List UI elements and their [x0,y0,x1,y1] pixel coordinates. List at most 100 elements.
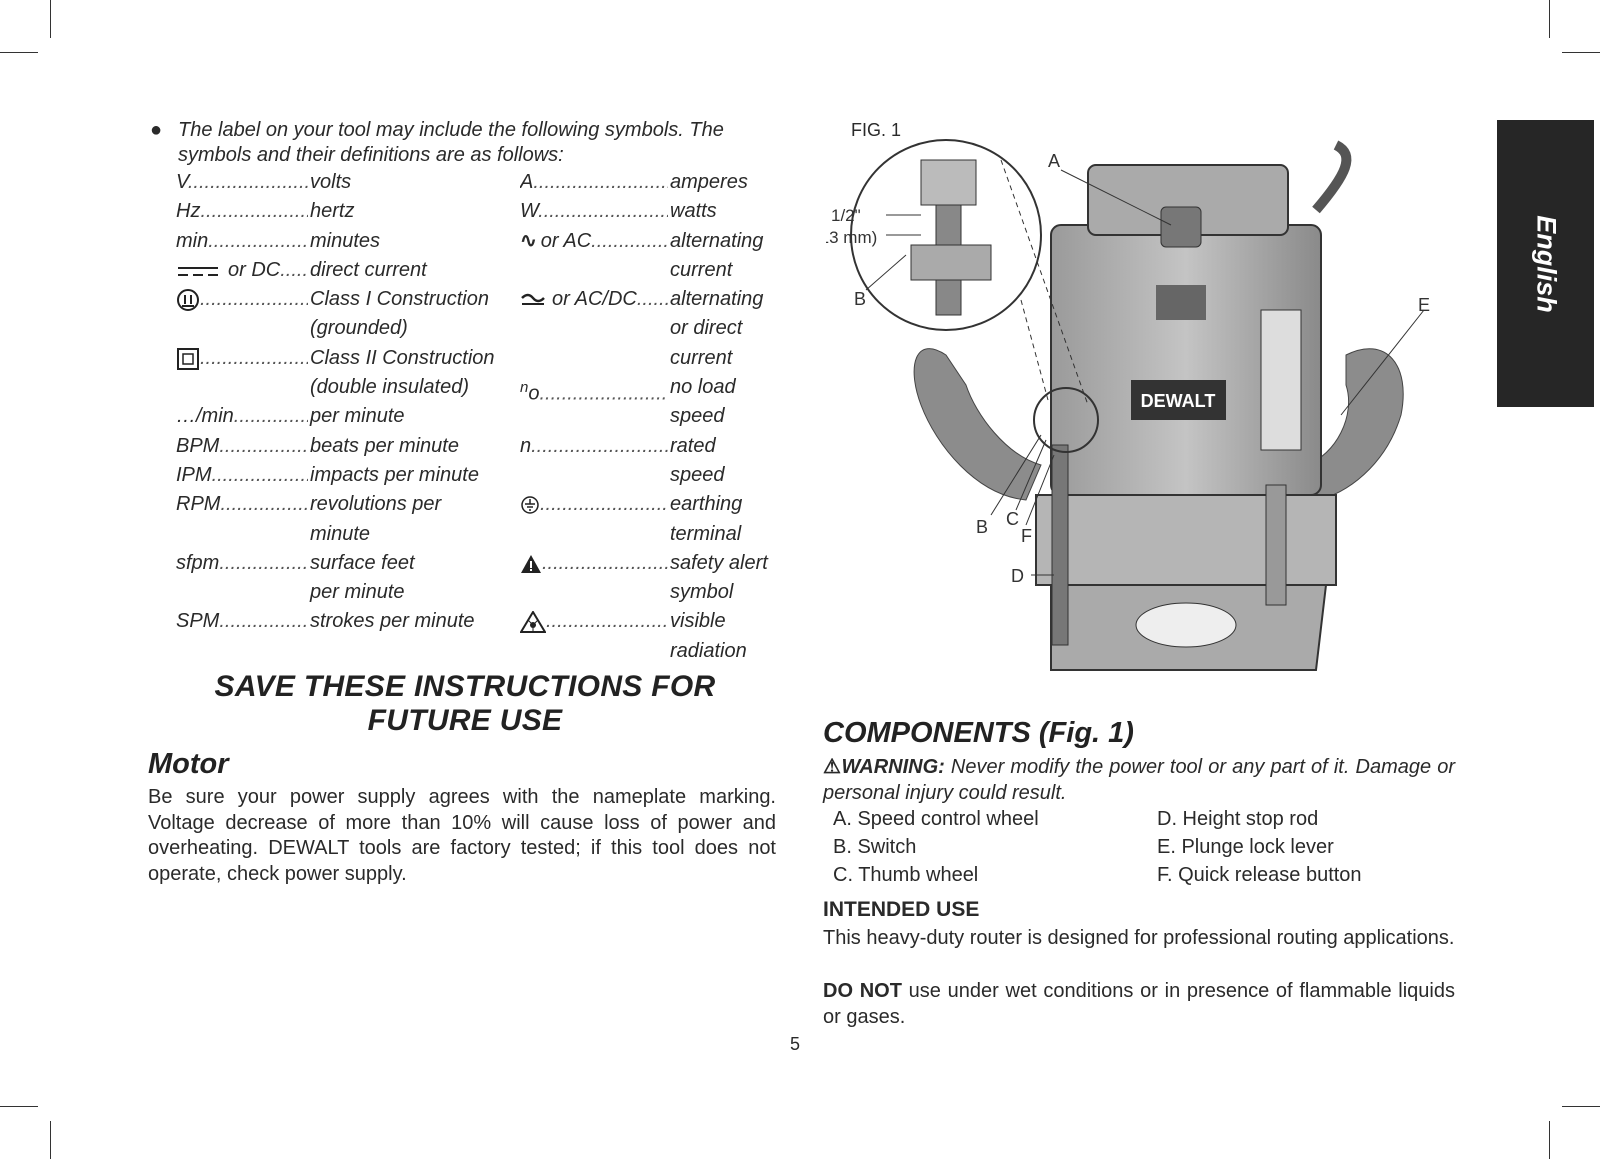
symbol-definition: no load [670,373,736,403]
save-instructions-heading: SAVE THESE INSTRUCTIONS FOR FUTURE USE [145,670,785,738]
symbol-definition: or direct [670,314,743,344]
warning-text: Never modify the power tool or any part … [823,756,1455,804]
motor-heading: Motor [148,748,229,780]
leader-dots: ........................................… [540,493,668,516]
language-tab-label: English [1531,214,1561,313]
callout-f: F [1021,526,1032,546]
crop-mark [50,1121,51,1159]
symbol-definition: rated [670,431,716,461]
fig-label: FIG. 1 [851,120,902,140]
vent-grille [1156,285,1206,320]
symbol-key: ........................................… [176,285,308,314]
component-f: F. Quick release button [1157,864,1362,886]
inset-nut [920,159,977,206]
warning-label: WARNING: [841,756,945,778]
callout-e: E [1418,295,1430,315]
symbol-row: terminal [520,519,782,549]
earth-icon [520,493,540,515]
symbol-row: BPM.....................................… [176,431,506,461]
symbol-key: A.......................................… [520,168,668,197]
symbol-row: symbol [520,578,782,608]
symbol-definition: minutes [310,226,381,256]
symbol-definition: strokes per minute [310,607,475,637]
symbol-row: RPM.....................................… [176,490,506,520]
safety-alert-icon [520,552,542,574]
leader-dots: ........................................… [200,288,308,311]
leader-dots: ........................................… [538,200,668,223]
symbol-definition: per minute [310,402,405,432]
language-tab: English [1497,120,1594,407]
size-label-mm: (13 mm) [826,228,877,247]
symbol-key: min.....................................… [176,227,308,256]
symbol-key: ........................................… [176,344,308,373]
symbol-key-prefix: n [520,379,529,397]
component-b: B. Switch [833,836,917,858]
symbol-definition: Class II Construction [310,343,495,374]
symbol-key: ........................................… [520,549,668,578]
symbol-key: ........................................… [520,607,668,636]
crop-mark [1549,0,1550,38]
symbol-key: RPM.....................................… [176,490,308,519]
symbol-key: sfpm....................................… [176,549,308,578]
symbol-definition: radiation [670,636,747,667]
do-not-block: DO NOT use under wet conditions or in pr… [823,979,1455,1030]
inset-wheel [910,244,992,281]
symbol-definition: earthing [670,490,743,520]
symbol-definition: (double insulated) [310,373,469,403]
components-list-left: A. Speed control wheel B. Switch C. Thum… [833,805,1039,889]
symbol-row: radiation [520,636,782,667]
symbol-row: ∿or AC..................................… [520,226,782,256]
warning-icon: ⚠ [823,756,842,778]
leader-dots: ........................................… [187,171,308,193]
symbol-key-text: V [176,171,188,193]
radiation-icon [520,610,547,634]
symbol-key: …/min...................................… [176,402,308,431]
ac-symbol-icon: ∿ [520,229,537,252]
depth-scale [1260,309,1302,451]
symbol-key-text: IPM [176,463,212,486]
leader-dots: ........................................… [280,258,308,281]
symbol-key: V.......................................… [176,168,308,197]
symbol-definition: symbol [670,578,734,608]
symbol-row: or DC...................................… [176,255,506,286]
brand-text: DEWALT [1141,391,1216,411]
symbols-list-right: A.......................................… [520,168,782,667]
leader-dots: ........................................… [219,434,308,457]
component-a: A. Speed control wheel [833,808,1039,830]
leader-dots: ........................................… [200,200,308,223]
symbol-row: speed [520,402,782,432]
crop-mark [1549,1121,1550,1159]
symbol-definition: visible [670,607,726,637]
symbol-row: (grounded) [176,314,506,344]
symbol-row: sfpm....................................… [176,548,506,579]
symbol-definition: direct current [310,255,427,286]
dc-symbol-icon [176,259,228,281]
component-d: D. Height stop rod [1157,808,1319,830]
symbol-definition: (grounded) [310,314,408,344]
symbol-row: W.......................................… [520,197,782,227]
intended-use-body: This heavy-duty router is designed for p… [823,927,1455,949]
symbol-definition: current [670,255,733,286]
leader-dots: ........................................… [591,229,668,252]
symbol-key-text: BPM [176,434,220,457]
symbol-definition: speed [670,460,725,491]
symbol-row: (double insulated) [176,373,506,403]
symbol-definition: current [670,343,733,374]
symbol-row: SPM.....................................… [176,607,506,637]
symbol-row: n.......................................… [520,431,782,461]
symbol-row: ........................................… [520,548,782,579]
symbol-definition: watts [670,197,717,227]
acdc-symbol-icon [520,288,552,310]
size-label-inch: 1/2" [831,206,861,225]
leader-dots: ........................................… [211,463,308,486]
symbol-row: or AC/DC................................… [520,285,782,315]
symbol-key: ∿or AC..................................… [520,227,668,256]
save-heading-line-2: FUTURE USE [367,704,563,737]
symbol-key-text: A [520,171,534,193]
symbol-row: minute [176,519,506,549]
callout-b-inset: B [854,289,866,309]
components-heading: COMPONENTS (Fig. 1) [823,717,1134,749]
components-list-right: D. Height stop rod E. Plunge lock lever … [1157,805,1362,889]
crop-mark [1562,52,1600,53]
height-stop-rod [1051,444,1069,646]
